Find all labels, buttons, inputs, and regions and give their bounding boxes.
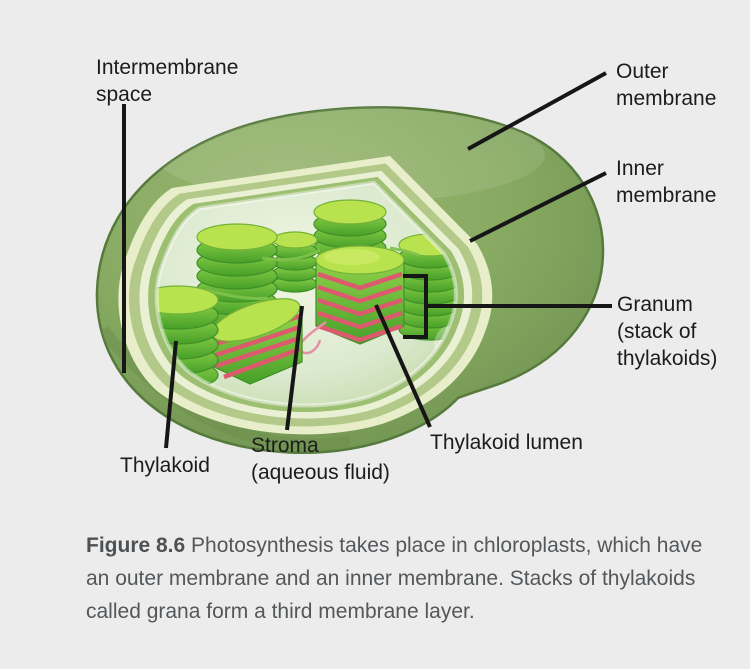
figure-caption-number: Figure 8.6 xyxy=(86,534,186,557)
label-intermembrane-space: Intermembrane space xyxy=(96,56,239,106)
chloroplast-illustration xyxy=(95,71,612,455)
label-thylakoid-lumen: Thylakoid lumen xyxy=(430,431,583,454)
label-granum: Granum (stack of thylakoids) xyxy=(617,293,718,370)
leader-outer-membrane xyxy=(467,71,607,151)
lamella-tube xyxy=(204,288,269,300)
leader-lines xyxy=(122,71,612,449)
leader-thylakoid-lumen xyxy=(374,304,432,428)
label-outer-membrane: Outer membrane xyxy=(616,60,717,110)
figure-caption: Figure 8.6 Photosynthesis takes place in… xyxy=(86,529,708,628)
label-thylakoid: Thylakoid xyxy=(120,454,210,477)
figure-caption-text: Photosynthesis takes place in chloroplas… xyxy=(86,534,703,623)
label-stroma: Stroma (aqueous fluid) xyxy=(251,434,390,484)
leader-stroma xyxy=(285,305,304,431)
leader-inner-membrane xyxy=(469,171,607,243)
granum-stack xyxy=(313,199,387,261)
cut-granum-diagonal xyxy=(211,298,303,385)
granum-bracket xyxy=(403,274,428,339)
lamella-tube xyxy=(389,246,421,258)
leader-thylakoid xyxy=(164,340,178,449)
lamella-tube xyxy=(261,248,321,262)
cut-granum-chevron xyxy=(315,245,405,345)
granum-stack xyxy=(272,231,318,293)
label-inner-membrane: Inner membrane xyxy=(616,157,717,207)
